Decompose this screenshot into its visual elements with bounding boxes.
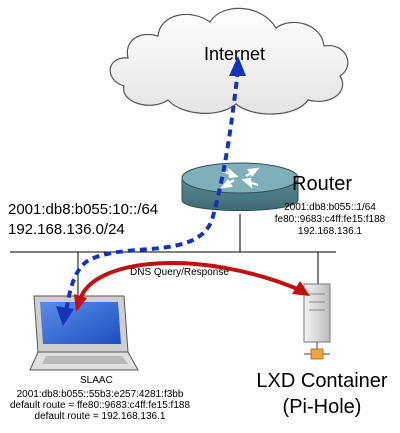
router-ipv4: 192.168.136.1 <box>298 226 362 237</box>
server-icon <box>303 283 331 360</box>
container-name: LXD Container <box>256 370 388 392</box>
internet-label: Internet <box>204 44 266 64</box>
laptop-default-route-v6: default route = ffe80::9683:c4ff:fe15:f1… <box>9 400 191 411</box>
laptop-title: SLAAC <box>80 375 113 386</box>
ipv4-subnet: 192.168.136.0/24 <box>8 221 125 238</box>
laptop-default-route-v4: default route = 192.168.136.1 <box>34 411 166 422</box>
internet-cloud-icon <box>109 7 349 115</box>
laptop-ipv6: 2001:db8:b055::55b3:e257:4281:f3bb <box>16 389 184 400</box>
network-prefixes: 2001:db8:b055:10::/64 192.168.136.0/24 <box>8 200 158 240</box>
ipv6-prefix: 2001:db8:b055:10::/64 <box>8 201 159 218</box>
dns-arrowhead-laptop <box>74 294 87 312</box>
internet-path-arrow <box>64 69 240 313</box>
dns-arrowhead-container <box>292 281 310 296</box>
container-label: LXD Container (Pi-Hole) <box>244 368 400 420</box>
dns-link-label: DNS Query/Response <box>130 267 229 278</box>
laptop-icon <box>29 295 139 371</box>
container-subtitle: (Pi-Hole) <box>282 396 362 418</box>
router-ipv6-link-local: fe80::9683:c4ff:fe15:f188 <box>274 214 386 225</box>
router-label: Router <box>292 173 353 195</box>
laptop-details: 2001:db8:b055::55b3:e257:4281:f3bb defau… <box>0 389 200 422</box>
router-addresses: 2001:db8:b055::1/64 fe80::9683:c4ff:fe15… <box>262 202 398 238</box>
laptop-arrowhead <box>56 306 74 326</box>
dns-path-arrow <box>78 261 301 301</box>
router-ipv6-global: 2001:db8:b055::1/64 <box>284 202 376 213</box>
internet-arrowhead-top <box>229 56 246 76</box>
